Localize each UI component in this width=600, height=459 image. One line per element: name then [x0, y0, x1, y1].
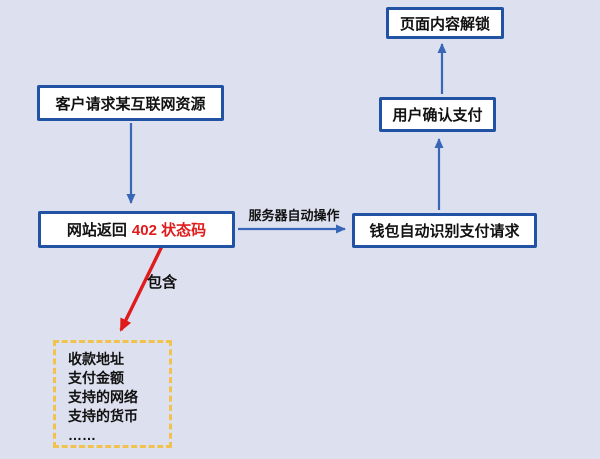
node-client-request: 客户请求某互联网资源 — [37, 85, 224, 121]
edge-label-contains: 包含 — [147, 274, 178, 291]
payment-detail-line: …… — [68, 427, 96, 443]
node-wallet-detect: 钱包自动识别支付请求 — [352, 213, 537, 248]
node-user-confirm: 用户确认支付 — [379, 97, 496, 132]
node-site-returns-402: 网站返回 402 状态码 — [38, 211, 235, 248]
payment-detail-line: 支持的货币 — [68, 408, 138, 424]
node-wallet-detect-label: 钱包自动识别支付请求 — [369, 223, 520, 240]
node-payment-details: 收款地址 支付金额 支持的网络 支持的货币 …… — [53, 340, 172, 448]
payment-detail-line: 支付金额 — [68, 370, 124, 386]
arrow-site-to-details-red — [119, 239, 167, 332]
payment-detail-line: 收款地址 — [68, 351, 124, 367]
node-site-returns-highlight: 402 状态码 — [131, 222, 207, 239]
payment-detail-line: 支持的网络 — [68, 389, 138, 405]
edge-label-server-auto: 服务器自动操作 — [248, 208, 340, 223]
node-page-unlock-label: 页面内容解锁 — [399, 15, 490, 33]
node-page-unlock: 页面内容解锁 — [386, 7, 504, 39]
node-client-request-label: 客户请求某互联网资源 — [55, 95, 206, 113]
node-site-returns-label: 网站返回 — [66, 222, 127, 239]
node-user-confirm-label: 用户确认支付 — [392, 107, 483, 124]
